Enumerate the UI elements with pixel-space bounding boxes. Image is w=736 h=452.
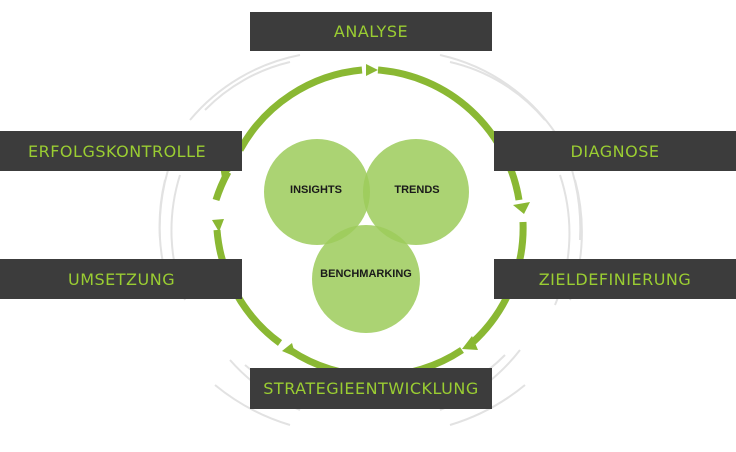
stage-umsetzung: UMSETZUNG: [0, 259, 242, 299]
cycle-arc-erfolg-analyse: [236, 66, 363, 152]
decorative-ring-arc: [439, 54, 561, 141]
decorative-ring-arc: [204, 61, 291, 111]
stage-zieldefinierung-label: ZIELDEFINIERUNG: [538, 269, 692, 289]
cycle-arc-analyse-diagnose: [377, 66, 523, 201]
arrow-icon: [366, 64, 378, 76]
stage-diagnose-label: DIAGNOSE: [570, 141, 660, 161]
decorative-ring-arc: [449, 61, 546, 121]
stage-analyse: ANALYSE: [250, 12, 492, 51]
stage-erfolgskontrolle-label: ERFOLGSKONTROLLE: [28, 141, 207, 161]
stage-umsetzung-label: UMSETZUNG: [68, 269, 176, 289]
arrow-icon: [462, 336, 478, 350]
stage-strategieentwicklung-label: STRATEGIEENTWICKLUNG: [263, 379, 479, 398]
decorative-ring-arc: [189, 54, 301, 121]
trends-circle: [363, 139, 469, 245]
arrow-icon: [212, 219, 224, 232]
insights-circle: [264, 139, 370, 245]
stage-strategieentwicklung: STRATEGIEENTWICKLUNG: [250, 368, 492, 409]
stage-analyse-label: ANALYSE: [333, 22, 409, 41]
cycle-arrowheads: [212, 64, 530, 357]
benchmarking-circle: [312, 225, 420, 333]
insights-label: INSIGHTS: [290, 184, 342, 196]
trends-label: TRENDS: [394, 184, 440, 196]
benchmarking-label: BENCHMARKING: [320, 268, 412, 280]
arrow-icon: [282, 343, 296, 357]
stage-diagnose: DIAGNOSE: [494, 131, 736, 171]
arrow-icon: [513, 202, 530, 214]
venn-circles: [264, 139, 469, 333]
stage-erfolgskontrolle: ERFOLGSKONTROLLE: [0, 131, 242, 171]
stage-zieldefinierung: ZIELDEFINIERUNG: [494, 259, 736, 299]
